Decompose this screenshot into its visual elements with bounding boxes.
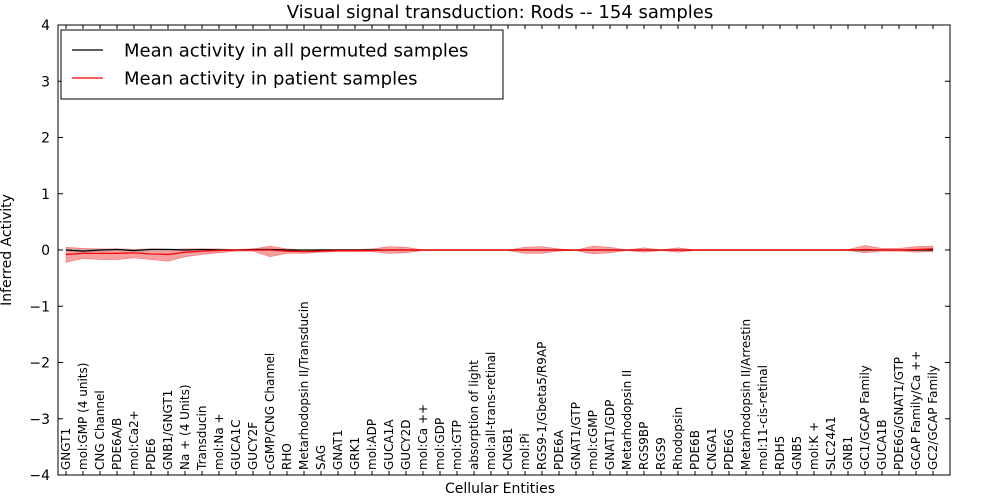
legend-label-permuted: Mean activity in all permuted samples bbox=[124, 41, 468, 62]
x-tick-label: Metarhodopsin II/Transducin bbox=[297, 301, 311, 470]
x-tick-label: SLC24A1 bbox=[824, 416, 838, 470]
x-tick-label: GC2/GCAP Family bbox=[926, 365, 940, 470]
legend: Mean activity in all permuted samples Me… bbox=[60, 29, 504, 100]
x-tick-label: Rhodopsin bbox=[671, 407, 685, 470]
x-tick-label: mol:K + bbox=[807, 422, 821, 470]
y-tick-label: 2 bbox=[41, 131, 50, 147]
x-tick-label: RGS9BP bbox=[637, 422, 651, 470]
x-tick-label: absorption of light bbox=[467, 360, 481, 470]
x-tick-label: CNGB1 bbox=[501, 427, 515, 470]
x-tick-label: mol:GDP bbox=[433, 418, 447, 470]
y-tick-label: −2 bbox=[29, 356, 50, 372]
x-tick-label: Na + (4 Units) bbox=[178, 384, 192, 470]
x-tick-label: mol:cGMP bbox=[586, 410, 600, 470]
x-tick-label: PDE6A/B bbox=[110, 418, 124, 470]
x-axis-label: Cellular Entities bbox=[445, 481, 555, 497]
x-tick-label: PDE6B bbox=[688, 430, 702, 470]
x-tick-label: RGS9 bbox=[654, 437, 668, 470]
x-tick-label: GNAT1 bbox=[331, 429, 345, 470]
y-axis-label: Inferred Activity bbox=[0, 194, 15, 306]
x-tick-label: mol:GTP bbox=[450, 420, 464, 470]
x-tick-label: GNB1/GNGT1 bbox=[161, 390, 175, 470]
y-tick-label: −1 bbox=[29, 299, 50, 315]
x-tick-label: CNG Channel bbox=[93, 390, 107, 470]
x-tick-label: mol:all-trans-retinal bbox=[484, 352, 498, 470]
x-tick-label: mol:Ca2+ bbox=[127, 410, 141, 470]
x-tick-label: GUCA1A bbox=[382, 419, 396, 470]
legend-box bbox=[60, 29, 504, 100]
band-layer bbox=[65, 245, 934, 263]
x-tick-label: Metarhodopsin II bbox=[620, 370, 634, 470]
y-tick-label: −4 bbox=[29, 468, 50, 484]
x-tick-label: PDE6G bbox=[722, 429, 736, 470]
y-tick-label: 1 bbox=[41, 187, 50, 203]
x-tick-label: mol:ADP bbox=[365, 419, 379, 470]
patient-band bbox=[65, 245, 934, 263]
x-tick-label: GNB1 bbox=[841, 436, 855, 470]
x-tick-label: GNAT1/GTP bbox=[569, 402, 583, 470]
x-tick-label: GNAT1/GDP bbox=[603, 400, 617, 470]
x-tick-label: mol:Ca ++ bbox=[416, 404, 430, 470]
x-tick-label: RDH5 bbox=[773, 436, 787, 470]
x-tick-label: GUCA1B bbox=[875, 419, 889, 470]
x-tick-label: PDE6A bbox=[552, 429, 566, 470]
x-tick-label: mol:Pi bbox=[518, 433, 532, 470]
x-tick-label: mol:11-cis-retinal bbox=[756, 365, 770, 470]
y-tick-label: 4 bbox=[41, 18, 50, 34]
patient-series-line bbox=[65, 248, 934, 256]
x-tick-label: CNGA1 bbox=[705, 428, 719, 471]
x-tick-label: cGMP/CNG Channel bbox=[263, 353, 277, 470]
x-tick-label: GUCY2D bbox=[399, 420, 413, 470]
x-tick-label: GCAP Family/Ca ++ bbox=[909, 351, 923, 470]
x-tick-label: GNB5 bbox=[790, 436, 804, 470]
x-tick-label: GUCY2F bbox=[246, 422, 260, 470]
x-tick-label: Metarhodopsin II/Arrestin bbox=[739, 319, 753, 470]
y-tick-label: 3 bbox=[41, 74, 50, 90]
x-tick-label: RHO bbox=[280, 443, 294, 470]
legend-label-patient: Mean activity in patient samples bbox=[124, 69, 418, 90]
x-tick-label: GUCA1C bbox=[229, 419, 243, 470]
x-tick-label: RGS9-1/Gbeta5/R9AP bbox=[535, 342, 549, 470]
x-tick-label: PDE6 bbox=[144, 438, 158, 470]
y-tick-label: −3 bbox=[29, 412, 50, 428]
x-tick-label: PDE6G/GNAT1/GTP bbox=[892, 357, 906, 470]
x-tick-label: mol:Na + bbox=[212, 413, 226, 470]
y-tick-label: 0 bbox=[41, 243, 50, 259]
x-tick-label: Transducin bbox=[195, 406, 209, 471]
line-layer bbox=[65, 248, 934, 256]
x-tick-label: SAG bbox=[314, 445, 328, 470]
x-tick-label: GNGT1 bbox=[59, 428, 73, 470]
x-tick-label: GC1/GCAP Family bbox=[858, 365, 872, 470]
chart-title: Visual signal transduction: Rods -- 154 … bbox=[287, 2, 714, 23]
y-axis: −4 −3 −2 −1 0 1 2 3 4 bbox=[29, 18, 950, 484]
x-tick-label: mol:GMP (4 units) bbox=[76, 363, 90, 470]
x-tick-label: GRK1 bbox=[348, 437, 362, 470]
